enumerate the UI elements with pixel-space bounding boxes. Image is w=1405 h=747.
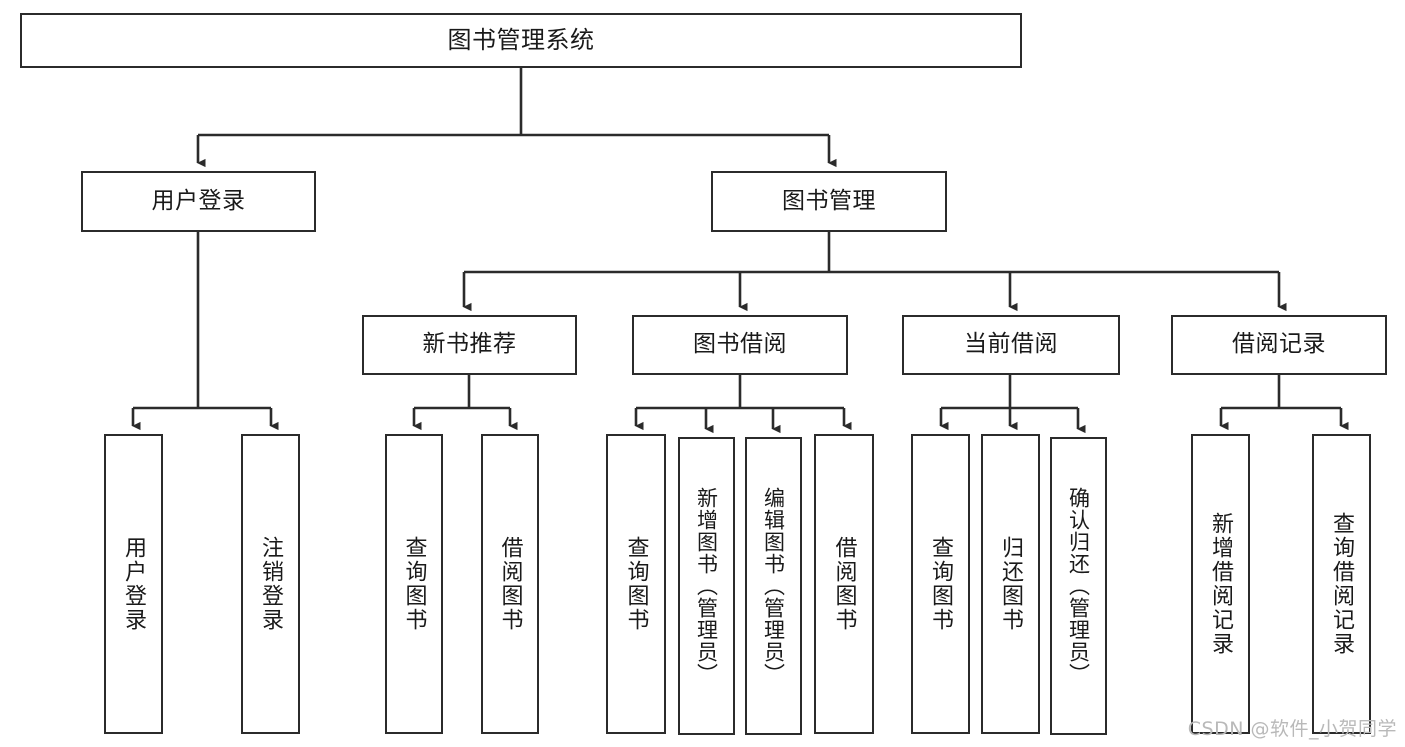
node-borrow-record[interactable]: 借阅记录 — [1171, 315, 1387, 375]
node-borrow-record-label: 借阅记录 — [1232, 331, 1326, 358]
node-leaf-logout-label: 注销登录 — [258, 536, 284, 632]
node-book-borrow-label: 图书借阅 — [693, 331, 787, 358]
node-book-borrow[interactable]: 图书借阅 — [632, 315, 848, 375]
node-new-book-rec-label: 新书推荐 — [422, 331, 517, 358]
node-leaf-return-book[interactable]: 归还图书 — [981, 434, 1040, 734]
node-leaf-query-book-1[interactable]: 查询图书 — [385, 434, 443, 734]
node-user-login-label: 用户登录 — [151, 187, 246, 214]
node-book-manage-label: 图书管理 — [782, 187, 876, 214]
node-new-book-rec[interactable]: 新书推荐 — [362, 315, 577, 375]
node-leaf-return-book-label: 归还图书 — [998, 536, 1024, 632]
node-user-login[interactable]: 用户登录 — [81, 171, 316, 232]
node-leaf-borrow-book-1[interactable]: 借阅图书 — [481, 434, 539, 734]
node-leaf-query-record[interactable]: 查询借阅记录 — [1312, 434, 1371, 734]
node-leaf-confirm-return-label: 确认归还（管理员） — [1066, 487, 1091, 685]
node-leaf-add-record-label: 新增借阅记录 — [1208, 512, 1234, 656]
node-leaf-query-book-1-label: 查询图书 — [401, 536, 427, 632]
node-leaf-add-record[interactable]: 新增借阅记录 — [1191, 434, 1250, 734]
node-leaf-confirm-return[interactable]: 确认归还（管理员） — [1050, 437, 1107, 735]
node-leaf-borrow-book-2[interactable]: 借阅图书 — [814, 434, 874, 734]
node-leaf-query-book-2-label: 查询图书 — [623, 536, 649, 632]
node-current-borrow-label: 当前借阅 — [964, 331, 1058, 358]
node-leaf-user-login-label: 用户登录 — [121, 536, 147, 632]
node-leaf-edit-book-label: 编辑图书（管理员） — [761, 487, 786, 685]
node-leaf-user-login[interactable]: 用户登录 — [104, 434, 163, 734]
node-leaf-query-book-3[interactable]: 查询图书 — [911, 434, 970, 734]
node-leaf-add-book-label: 新增图书（管理员） — [694, 487, 719, 685]
watermark-text: CSDN @软件_小贺同学 — [1187, 718, 1397, 740]
node-root[interactable]: 图书管理系统 — [20, 13, 1022, 68]
node-book-manage[interactable]: 图书管理 — [711, 171, 947, 232]
node-current-borrow[interactable]: 当前借阅 — [902, 315, 1120, 375]
node-root-label: 图书管理系统 — [447, 26, 595, 55]
node-leaf-borrow-book-2-label: 借阅图书 — [831, 536, 857, 632]
node-leaf-logout[interactable]: 注销登录 — [241, 434, 300, 734]
node-leaf-borrow-book-1-label: 借阅图书 — [497, 536, 523, 632]
node-leaf-add-book[interactable]: 新增图书（管理员） — [678, 437, 735, 735]
node-leaf-query-record-label: 查询借阅记录 — [1329, 512, 1355, 656]
node-leaf-query-book-2[interactable]: 查询图书 — [606, 434, 666, 734]
node-leaf-edit-book[interactable]: 编辑图书（管理员） — [745, 437, 802, 735]
node-leaf-query-book-3-label: 查询图书 — [928, 536, 954, 632]
